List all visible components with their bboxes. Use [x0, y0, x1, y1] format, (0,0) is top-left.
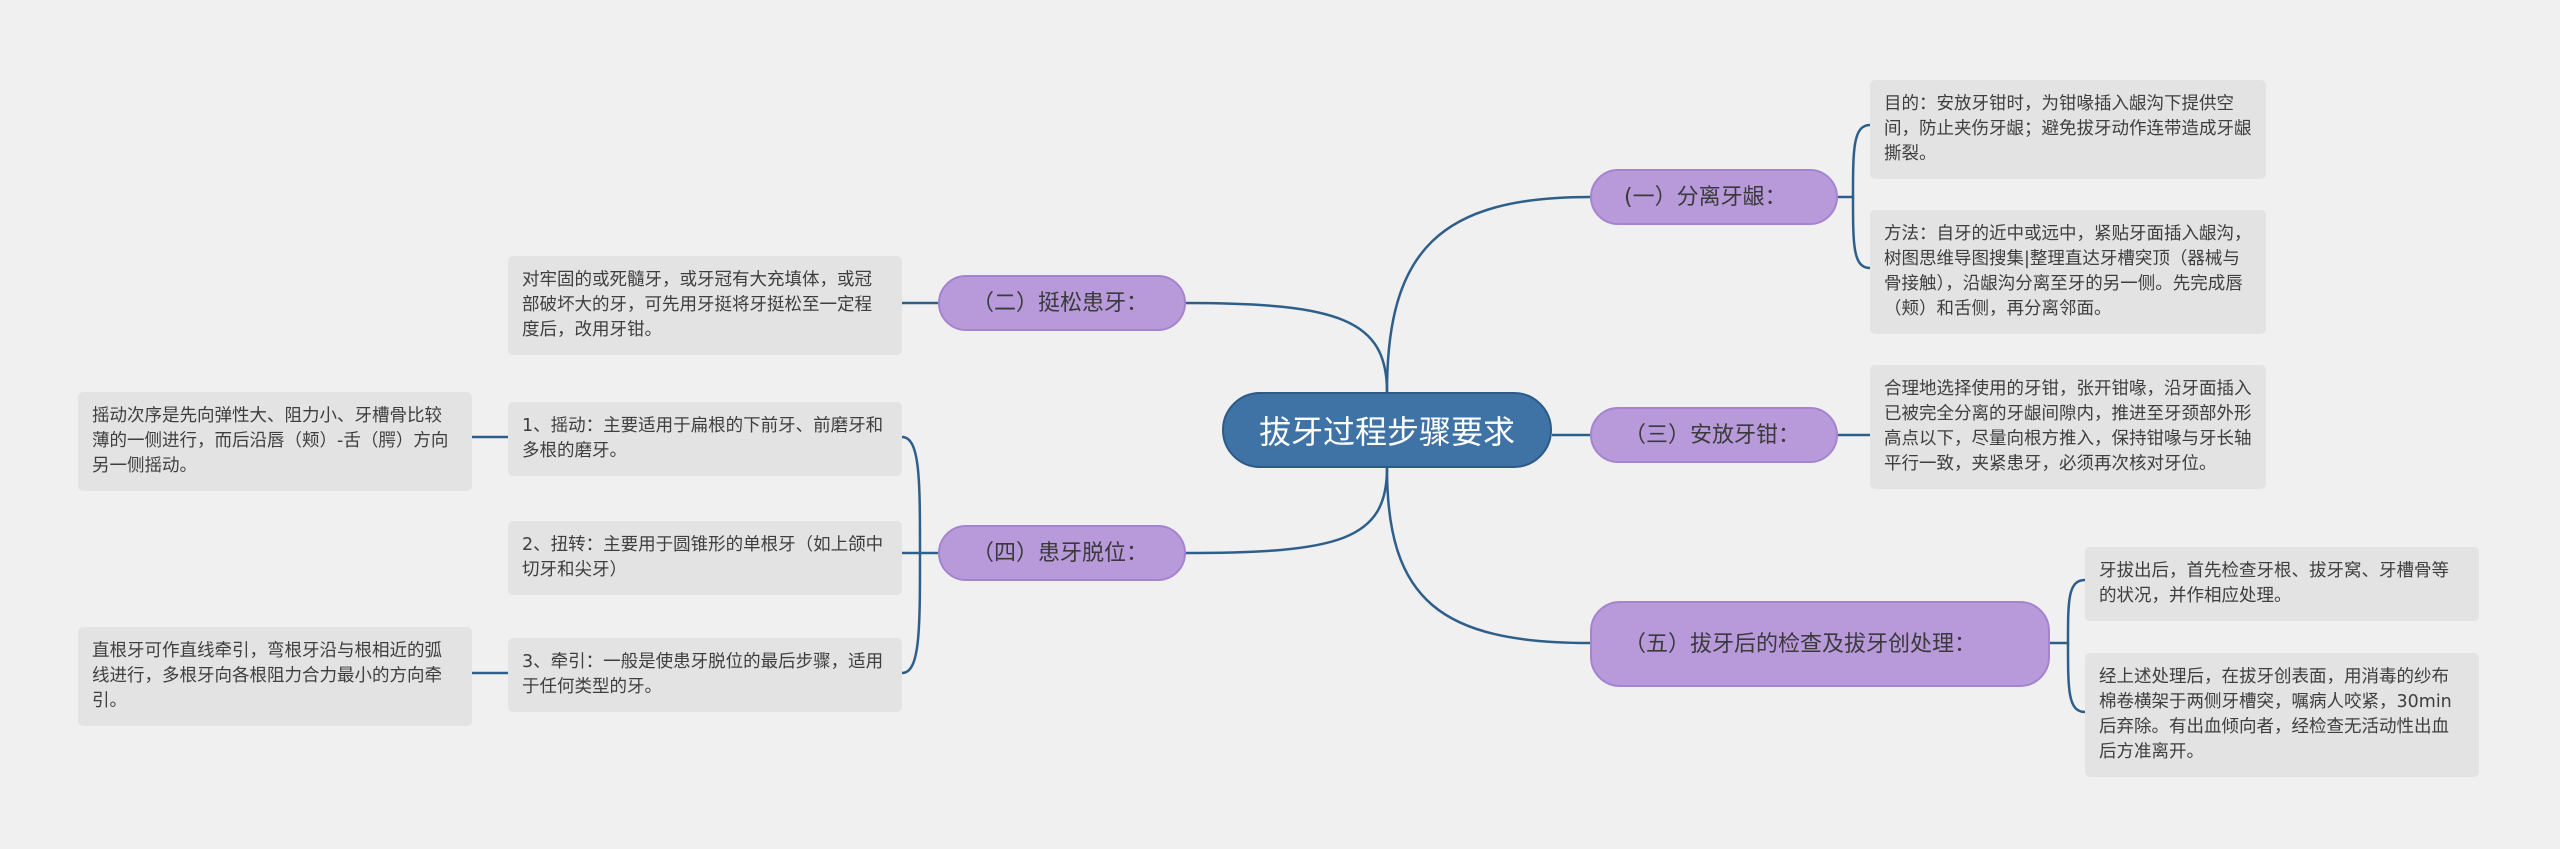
link-branch4-leaf1: [901, 435, 938, 555]
leaf-forceps-desc: 合理地选择使用的牙钳，张开钳喙，沿牙面插入已被完全分离的牙龈间隙内，推进至牙颈部…: [1870, 365, 2266, 489]
root-topic[interactable]: 拔牙过程步骤要求: [1222, 392, 1552, 468]
leaf-check-after: 牙拔出后，首先检查牙根、拔牙窝、牙槽骨等的状况，并作相应处理。: [2085, 547, 2479, 621]
branch-loosen-tooth[interactable]: （二）挺松患牙：: [938, 275, 1186, 331]
leaf-method: 方法：自牙的近中或远中，紧贴牙面插入龈沟，树图思维导图搜集|整理直达牙槽突顶（器…: [1870, 210, 2266, 334]
note-rocking-order: 摇动次序是先向弹性大、阻力小、牙槽骨比较薄的一侧进行，而后沿唇（颊）-舌（腭）方…: [78, 392, 472, 491]
branch-post-extraction[interactable]: （五）拔牙后的检查及拔牙创处理：: [1590, 601, 2050, 687]
link-root-branch2: [1184, 301, 1389, 393]
link-root-branch1: [1385, 195, 1591, 393]
branch-separate-gum[interactable]: (一）分离牙龈：: [1590, 169, 1838, 225]
link-branch5-leaf2: [2066, 642, 2086, 714]
note-traction-direction: 直根牙可作直线牵引，弯根牙沿与根相近的弧线进行，多根牙向各根阻力合力最小的方向牵…: [78, 627, 472, 726]
link-branch1-leaf1: [1838, 123, 1871, 199]
leaf-wound-care: 经上述处理后，在拔牙创表面，用消毒的纱布棉卷横架于两侧牙槽突，嘱病人咬紧，30m…: [2085, 653, 2479, 777]
leaf-traction: 3、牵引：一般是使患牙脱位的最后步骤，适用于任何类型的牙。: [508, 638, 902, 712]
leaf-rocking: 1、摇动：主要适用于扁根的下前牙、前磨牙和多根的磨牙。: [508, 402, 902, 476]
link-branch1-leaf2: [1851, 196, 1871, 270]
branch-place-forceps[interactable]: （三）安放牙钳：: [1590, 407, 1838, 463]
link-branch5-leaf1: [2050, 578, 2086, 645]
leaf-loosen-desc: 对牢固的或死髓牙，或牙冠有大充填体，或冠部破坏大的牙，可先用牙挺将牙挺松至一定程…: [508, 256, 902, 355]
link-root-branch5: [1385, 467, 1591, 645]
link-branch4-leaf3: [901, 552, 922, 675]
leaf-purpose: 目的：安放牙钳时，为钳喙插入龈沟下提供空间，防止夹伤牙龈；避免拔牙动作连带造成牙…: [1870, 80, 2266, 179]
link-root-branch4: [1184, 467, 1389, 555]
branch-dislocate-tooth[interactable]: （四）患牙脱位：: [938, 525, 1186, 581]
leaf-twisting: 2、扭转：主要用于圆锥形的单根牙（如上颌中切牙和尖牙）: [508, 521, 902, 595]
